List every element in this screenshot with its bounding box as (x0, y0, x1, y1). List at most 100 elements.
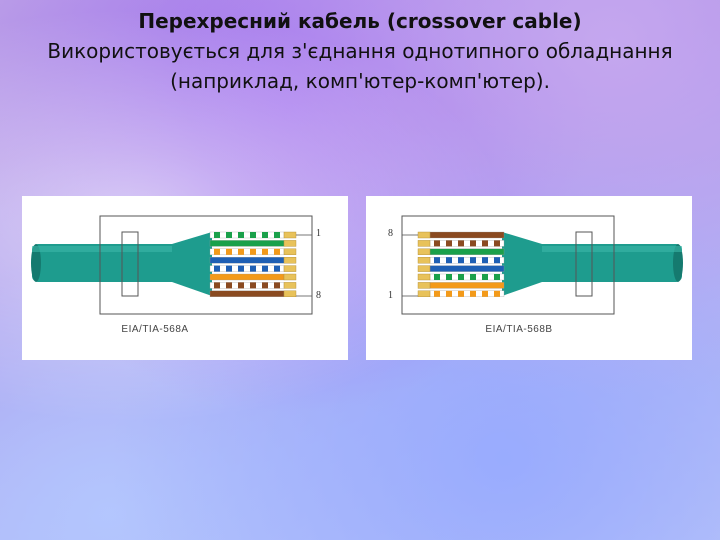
wire-2-stripe (434, 240, 440, 247)
slide-description-line-2: (наприклад, комп'ютер-комп'ютер). (170, 69, 550, 93)
wire-5-stripe (226, 265, 232, 272)
connector-body (99, 215, 313, 315)
wire-3 (209, 248, 285, 255)
wire-7-stripe (214, 282, 220, 289)
pin-label-bottom: 8 (316, 290, 321, 301)
wire-8-stripe (458, 290, 464, 297)
connector-group (401, 215, 683, 315)
wire-1 (429, 231, 505, 239)
contact-pin-3 (417, 248, 431, 255)
contact-pin-2 (417, 240, 431, 247)
standard-label-568a: EIA/TIA-568A (121, 324, 189, 335)
contact-pin-3 (283, 248, 297, 255)
contact-pin-7 (283, 282, 297, 289)
wire-6-stripe (482, 274, 488, 280)
wire-3 (429, 248, 505, 255)
wire-4-stripe (470, 257, 476, 264)
wire-5 (209, 265, 285, 272)
wire-4 (429, 257, 505, 264)
standard-label-568b: EIA/TIA-568B (485, 324, 553, 335)
contact-pin-5 (417, 265, 431, 272)
wire-2 (429, 240, 505, 247)
wire-8-stripe (434, 290, 440, 297)
wire-3-stripe (250, 248, 256, 255)
connector-group (31, 215, 313, 315)
pin-label-top: 1 (316, 228, 321, 239)
connector-latch (121, 231, 139, 297)
wire-5-stripe (262, 265, 268, 272)
slide-header: Перехресний кабель (crossover cable) Вик… (0, 6, 720, 96)
cable-end (31, 244, 41, 282)
cable-highlight (532, 246, 682, 252)
wire-1-stripe (262, 232, 268, 238)
slide-description-line-1: Використовується для з'єднання однотипно… (47, 39, 673, 63)
wire-2-stripe (494, 240, 500, 247)
wire-3-stripe (238, 248, 244, 255)
wire-6-stripe (494, 274, 500, 280)
wire-6-stripe (470, 274, 476, 280)
cable-highlight (32, 246, 182, 252)
connector-latch (575, 231, 593, 297)
wire-4-stripe (494, 257, 500, 264)
contact-pin-6 (283, 273, 297, 281)
rj45-568a-illustration (31, 215, 313, 315)
wire-6 (209, 273, 285, 281)
wire-5-stripe (274, 265, 280, 272)
wire-5-stripe (214, 265, 220, 272)
wire-1-stripe (214, 232, 220, 238)
contact-pin-6 (417, 273, 431, 281)
wire-1-stripe (226, 232, 232, 238)
pin-label-top: 8 (388, 228, 393, 239)
wire-7 (429, 282, 505, 289)
wire-4-stripe (446, 257, 452, 264)
wire-1-stripe (250, 232, 256, 238)
contact-pin-1 (283, 231, 297, 239)
wire-3-stripe (262, 248, 268, 255)
cable-jacket (32, 244, 182, 282)
wire-2-stripe (446, 240, 452, 247)
diagram-568b-panel: 8 1 EIA/TIA-568B (366, 196, 692, 360)
wire-7-stripe (262, 282, 268, 289)
contact-pin-4 (283, 257, 297, 264)
wire-2-stripe (482, 240, 488, 247)
wire-6 (429, 273, 505, 281)
wire-1-stripe (238, 232, 244, 238)
wire-2-stripe (470, 240, 476, 247)
wire-2 (209, 240, 285, 247)
wire-6-stripe (446, 274, 452, 280)
wire-7 (209, 282, 285, 289)
wire-5-stripe (250, 265, 256, 272)
wire-6-stripe (458, 274, 464, 280)
rj45-568b-illustration (401, 215, 683, 315)
wire-7-stripe (226, 282, 232, 289)
contact-pin-8 (417, 290, 431, 298)
cable-end (673, 244, 683, 282)
wire-5-stripe (238, 265, 244, 272)
wire-7-stripe (274, 282, 280, 289)
wire-6-stripe (434, 274, 440, 280)
wire-4-stripe (482, 257, 488, 264)
wire-7-stripe (250, 282, 256, 289)
wire-8-stripe (446, 290, 452, 297)
wire-8-stripe (494, 290, 500, 297)
wire-3-stripe (274, 248, 280, 255)
connector-boot (502, 232, 542, 296)
slide-title: Перехресний кабель (crossover cable) (138, 9, 582, 33)
pin-label-bottom: 1 (388, 290, 393, 301)
wire-4 (209, 257, 285, 264)
contact-pin-1 (417, 231, 431, 239)
wire-7-stripe (238, 282, 244, 289)
wire-3-stripe (214, 248, 220, 255)
wire-4-stripe (458, 257, 464, 264)
contact-pin-4 (417, 257, 431, 264)
wire-4-stripe (434, 257, 440, 264)
wire-8-stripe (482, 290, 488, 297)
contact-pin-7 (417, 282, 431, 289)
wire-8 (429, 290, 505, 297)
contact-pin-8 (283, 290, 297, 298)
connector-body (401, 215, 615, 315)
wire-5 (429, 265, 505, 272)
connector-boot (172, 232, 212, 296)
wire-1-stripe (274, 232, 280, 238)
contact-pin-2 (283, 240, 297, 247)
